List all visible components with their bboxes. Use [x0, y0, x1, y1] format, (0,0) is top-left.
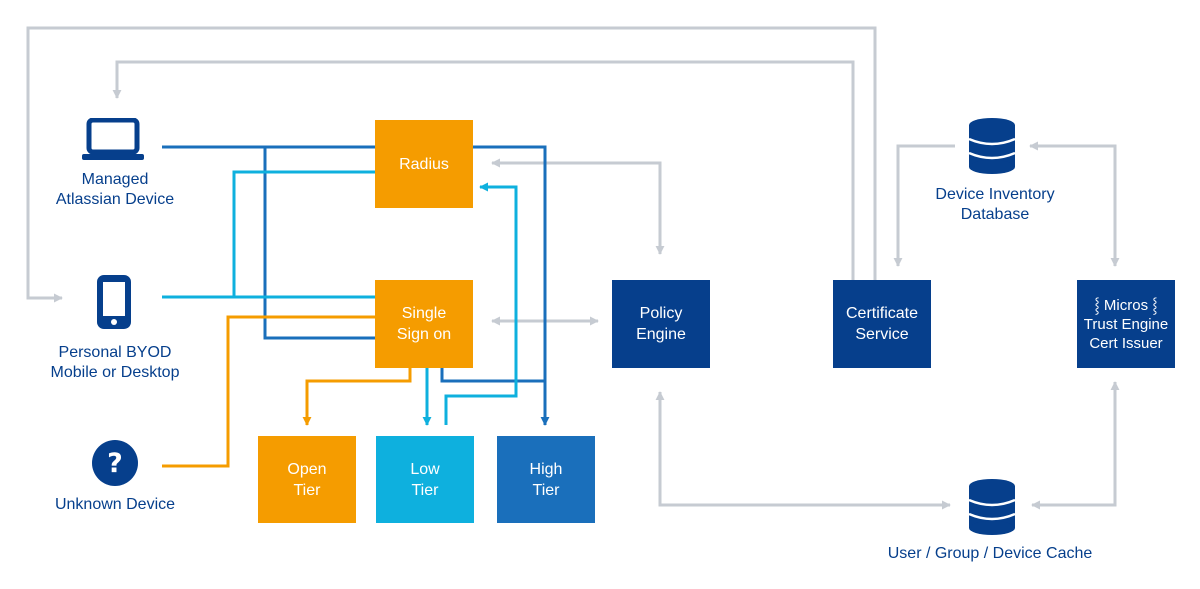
policy-engine-box: Policy Engine [612, 280, 710, 368]
sso-to-open-connector [302, 368, 412, 426]
svg-text:?: ? [107, 448, 123, 479]
policy-cache-connector [655, 391, 951, 510]
byod-device-label: Personal BYOD Mobile or Desktop [50, 344, 180, 381]
laptop-icon [82, 118, 144, 160]
managed-device-label: Managed Atlassian Device [55, 171, 175, 208]
inventory-cert-connector [893, 144, 955, 267]
cert-to-byod-connector [26, 26, 877, 303]
micros-trust-engine-box: ⸾ Micros ⸾ Trust Engine Cert Issuer [1077, 280, 1175, 368]
device-inventory-label: Device Inventory Database [935, 186, 1055, 223]
single-sign-on-box: Single Sign on [375, 280, 473, 368]
unknown-to-sso-connector [162, 315, 375, 468]
managed-to-sso-connector [263, 147, 375, 340]
radius-policy-connector [491, 158, 665, 255]
radius-box: Radius [375, 120, 473, 208]
user-group-device-cache-label: User / Group / Device Cache [887, 545, 1093, 562]
low-to-radius-connector [444, 182, 518, 425]
high-tier-box: High Tier [497, 436, 595, 523]
certificate-service-box: Certificate Service [833, 280, 931, 368]
database-icon [968, 118, 1016, 174]
open-tier-box: Open Tier [258, 436, 356, 523]
managed-to-high-connector [162, 145, 550, 426]
mobile-phone-icon [97, 275, 131, 329]
cache-micros-connector [1031, 381, 1120, 510]
question-mark-icon: ? [92, 440, 138, 486]
sso-to-high-connector [440, 368, 545, 383]
unknown-device-label: Unknown Device [54, 496, 176, 513]
database-icon [968, 479, 1016, 535]
cert-to-managed-connector [112, 60, 855, 280]
low-tier-box: Low Tier [376, 436, 474, 523]
inventory-micros-connector [1029, 141, 1120, 267]
byod-to-radius-connector [232, 170, 375, 297]
